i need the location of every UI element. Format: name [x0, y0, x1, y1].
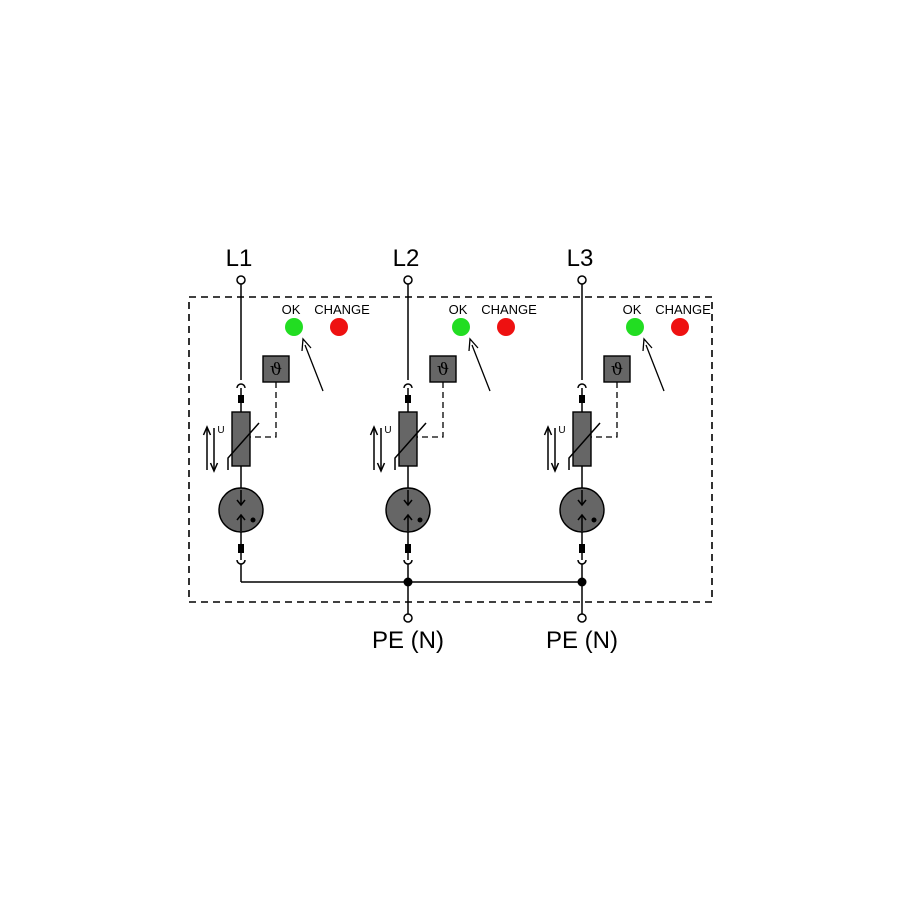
plug-contact-icon [579, 395, 585, 403]
pe-terminal-label: PE (N) [546, 627, 618, 654]
phase-terminal-label: L2 [393, 245, 420, 272]
bidirectional-arrow-icon [543, 425, 560, 473]
ok-led-indicator [452, 318, 470, 336]
ok-label: OK [623, 302, 642, 317]
plug-contact-icon [403, 383, 413, 389]
thermal-disconnect-icon: ϑ [417, 355, 457, 438]
thermal-symbol: ϑ [437, 360, 449, 380]
varistor-u-label: U [558, 425, 565, 436]
indicator-link-arrow [468, 337, 491, 392]
phase-terminal [577, 275, 587, 285]
thermal-symbol: ϑ [270, 360, 282, 380]
ok-label: OK [282, 302, 301, 317]
phase-terminal-label: L1 [226, 245, 253, 272]
plug-contact-icon [577, 383, 587, 389]
change-led-indicator [330, 318, 348, 336]
change-led-indicator [671, 318, 689, 336]
plug-contact-icon [238, 395, 244, 403]
spark-gap-icon [559, 487, 605, 533]
phase-module-3: L3 U [543, 245, 711, 582]
indicator-link-arrow [642, 337, 665, 392]
bidirectional-arrow-icon [202, 425, 219, 473]
plug-contact-icon [238, 544, 244, 553]
varistor-icon: U [202, 411, 260, 473]
varistor-icon: U [369, 411, 427, 473]
change-label: CHANGE [314, 302, 370, 317]
plug-contact-icon [236, 383, 246, 389]
change-label: CHANGE [481, 302, 537, 317]
ok-label: OK [449, 302, 468, 317]
change-led-indicator [497, 318, 515, 336]
pe-terminal-1: PE (N) [372, 582, 444, 654]
plug-contact-icon [579, 544, 585, 553]
phase-terminal-label: L3 [567, 245, 594, 272]
thermal-disconnect-icon: ϑ [250, 355, 290, 438]
varistor-u-label: U [384, 425, 391, 436]
indicator-link-arrow [301, 337, 324, 392]
spark-gap-icon [218, 487, 264, 533]
phase-terminal [236, 275, 246, 285]
change-label: CHANGE [655, 302, 711, 317]
ok-led-indicator [285, 318, 303, 336]
thermal-symbol: ϑ [611, 360, 623, 380]
varistor-u-label: U [217, 425, 224, 436]
spark-gap-icon [385, 487, 431, 533]
phase-module-1: L1 U [202, 245, 370, 582]
bidirectional-arrow-icon [369, 425, 386, 473]
pe-terminal-2: PE (N) [546, 582, 618, 654]
device-enclosure [188, 296, 713, 603]
varistor-icon: U [543, 411, 601, 473]
thermal-disconnect-icon: ϑ [591, 355, 631, 438]
plug-contact-icon [405, 395, 411, 403]
phase-module-2: L2 U [369, 245, 537, 582]
pe-terminal-label: PE (N) [372, 627, 444, 654]
plug-contact-icon [405, 544, 411, 553]
ok-led-indicator [626, 318, 644, 336]
phase-terminal [403, 275, 413, 285]
